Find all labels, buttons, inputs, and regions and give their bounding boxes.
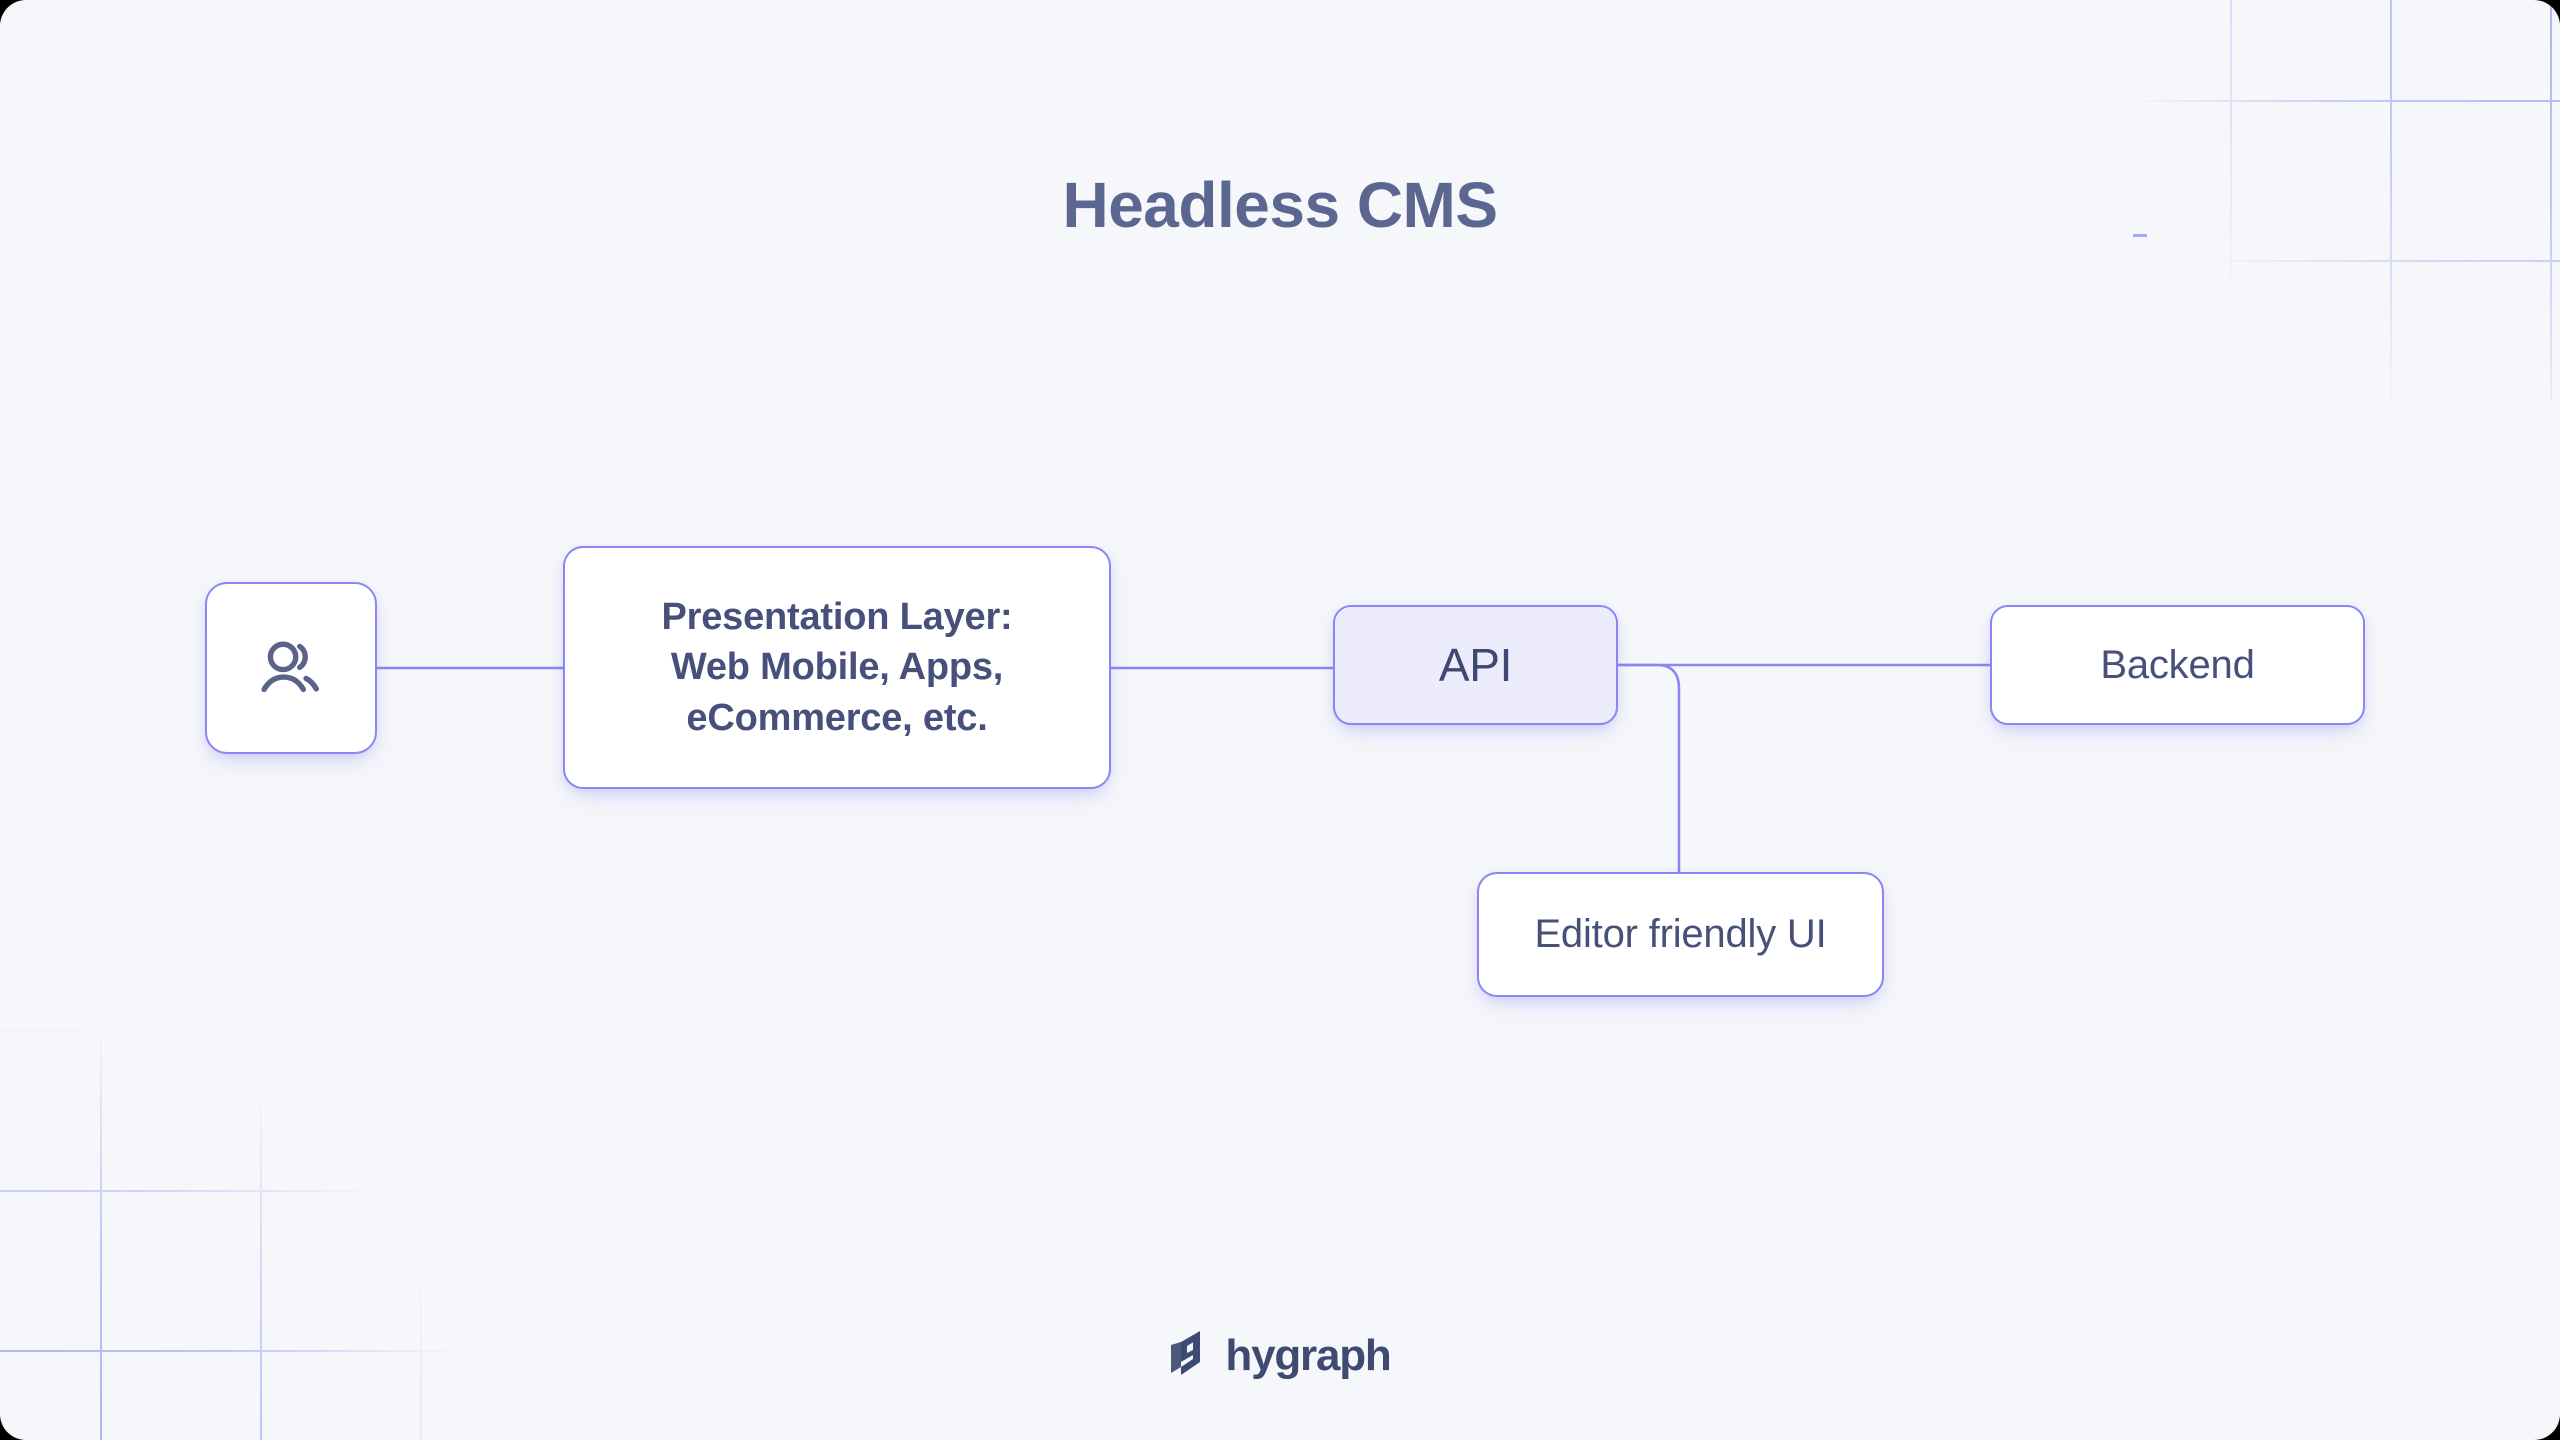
node-api-label: API [1438,639,1513,691]
page-title: Headless CMS [1062,169,1498,241]
node-presentation-line-1: Presentation Layer: [661,595,1013,638]
node-presentation-line-3: eCommerce, etc. [686,696,988,739]
node-backend-label: Backend [2100,642,2255,687]
connector-api-editor [1618,663,1681,872]
node-presentation-layer[interactable]: Presentation Layer: Web Mobile, Apps, eC… [563,546,1111,789]
users-icon [253,630,329,706]
hygraph-logo: hygraph [0,1329,2560,1382]
grid-tick-mark [2133,234,2147,237]
hygraph-wordmark: hygraph [1225,1330,1391,1380]
node-api[interactable]: API [1333,605,1618,725]
node-backend[interactable]: Backend [1990,605,2365,725]
node-editor-friendly-ui[interactable]: Editor friendly UI [1477,872,1884,997]
node-presentation-line-2: Web Mobile, Apps, [670,646,1004,689]
hygraph-logo-icon [1169,1329,1209,1382]
node-editor-label: Editor friendly UI [1534,912,1827,956]
node-users[interactable] [205,582,377,754]
